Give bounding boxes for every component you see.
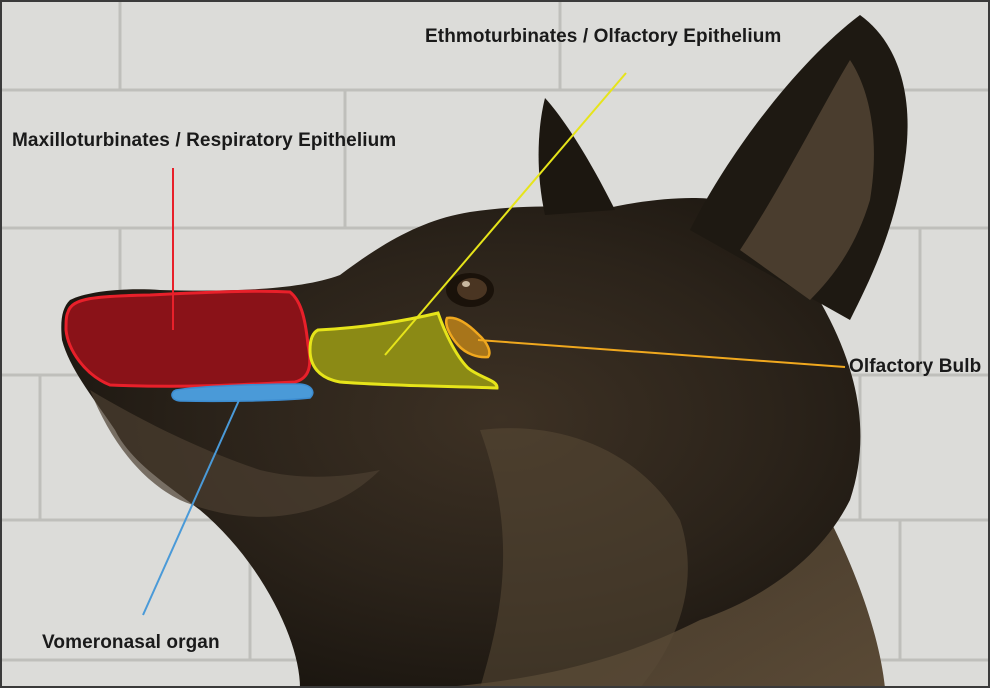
olfactory-bulb-label: Olfactory Bulb [849,356,982,377]
region-overlays [64,289,499,403]
dog-head [61,15,908,688]
maxilloturbinates-label: Maxilloturbinates / Respiratory Epitheli… [12,130,397,151]
bulb-leader-line [477,339,846,368]
vomero-leader-line [142,397,241,616]
vomeronasal-label: Vomeronasal organ [42,632,220,653]
olfactory-bulb-region [445,316,491,359]
ethmoturbinates-label: Ethmoturbinates / Olfactory Epithelium [425,26,782,47]
maxilloturbinates-region [64,289,312,388]
ethmoturbinates-region [308,311,499,390]
leader-lines [142,72,846,616]
vomeronasal-region [171,383,314,403]
ethmo-leader-line [384,72,627,356]
